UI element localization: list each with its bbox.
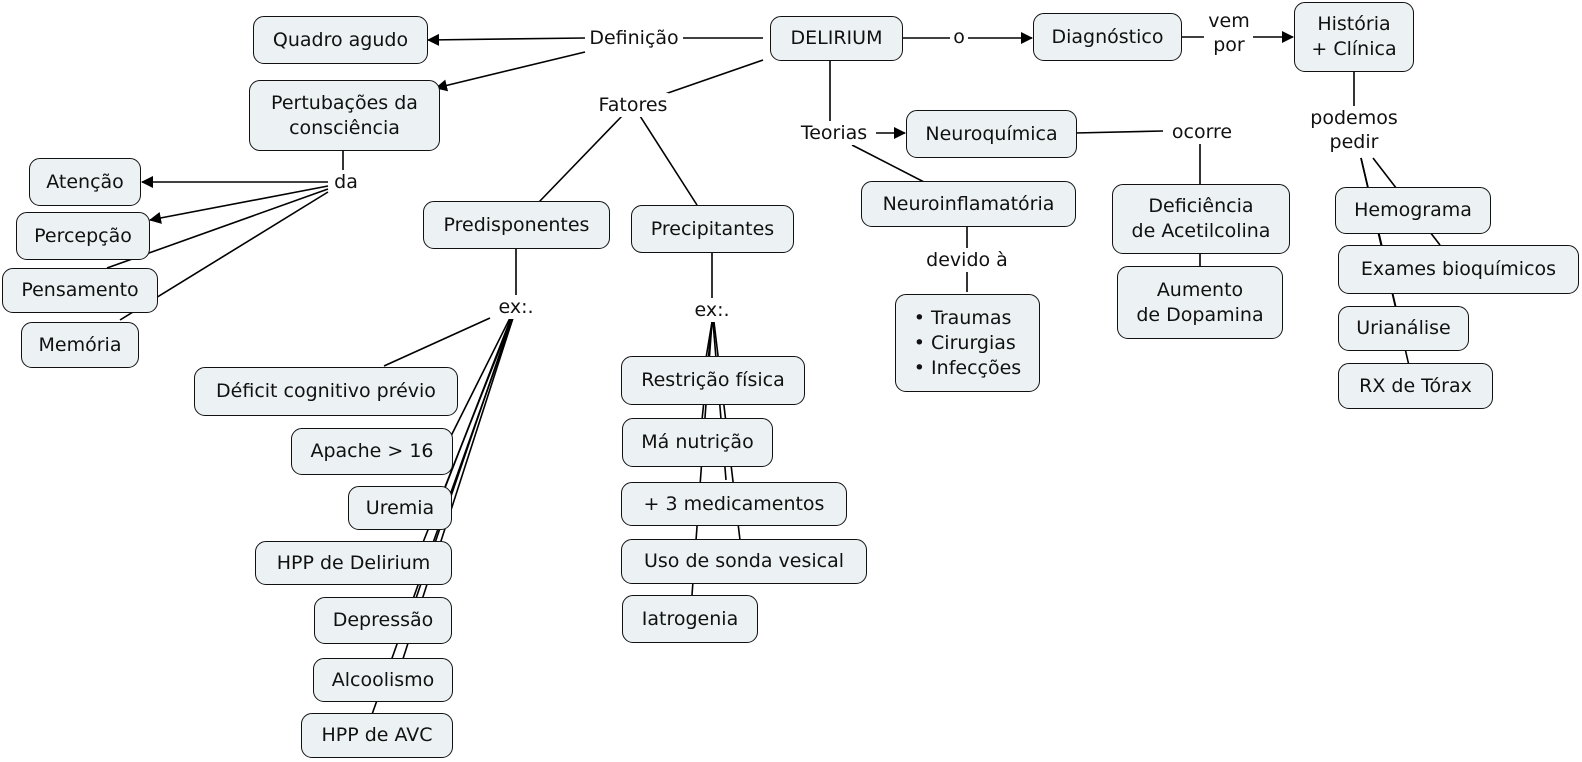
node-sonda-vesical[interactable]: Uso de sonda vesical [621,539,867,584]
link-ex-predisponentes: ex:. [497,295,535,319]
node-diagnostico[interactable]: Diagnóstico [1033,13,1182,61]
node-hemograma[interactable]: Hemograma [1335,187,1491,234]
link-ex-precipitantes: ex:. [693,298,731,322]
node-aumento-dopamina[interactable]: Aumento de Dopamina [1117,266,1283,339]
edge-fatores-precip [639,115,698,206]
edge-fatores-predisp [538,115,623,203]
link-devido: devido à [925,248,1009,272]
node-deficiencia-acetilcolina[interactable]: Deficiência de Acetilcolina [1112,184,1290,254]
node-alcoolismo[interactable]: Alcoolismo [313,658,453,702]
node-causas-neuroinflamacao[interactable]: • Traumas • Cirurgias • Infecções [895,294,1040,392]
edge-definicao-pertubacoes [435,51,586,92]
node-predisponentes[interactable]: Predisponentes [423,201,610,249]
link-definicao: Definição [588,26,680,50]
edge-ex-apache [449,317,511,439]
link-o: o [952,25,966,49]
node-hpp-delirium[interactable]: HPP de Delirium [255,541,452,585]
link-fatores: Fatores [597,93,669,117]
node-medicamentos[interactable]: + 3 medicamentos [621,482,847,526]
node-atencao[interactable]: Atenção [29,158,141,206]
node-neuroinflamatoria[interactable]: Neuroinflamatória [861,181,1076,227]
node-exames-bioquimicos[interactable]: Exames bioquímicos [1338,245,1579,294]
node-neuroquimica[interactable]: Neuroquímica [906,110,1077,158]
node-historia-clinica[interactable]: História + Clínica [1294,2,1414,72]
node-ma-nutricao[interactable]: Má nutrição [622,418,773,467]
node-deficit-cognitivo[interactable]: Déficit cognitivo prévio [194,367,458,416]
node-hpp-avc[interactable]: HPP de AVC [301,713,453,758]
node-depressao[interactable]: Depressão [314,597,452,644]
node-apache[interactable]: Apache > 16 [291,428,453,475]
link-teorias: Teorias [799,121,869,145]
node-urianalise[interactable]: Urianálise [1338,306,1469,351]
node-pertubacoes-consciencia[interactable]: Pertubações da consciência [249,80,440,151]
link-ocorre: ocorre [1170,120,1234,144]
edge-teorias-neuroinfl [851,144,925,183]
edge-da-percepcao [149,185,329,224]
link-da: da [333,170,359,194]
edge-definicao-quadro [427,33,586,46]
causas-list: • Traumas • Cirurgias • Infecções [913,306,1022,379]
edge-delirium-fatores [664,59,764,95]
node-pensamento[interactable]: Pensamento [2,268,158,313]
node-quadro-agudo[interactable]: Quadro agudo [253,16,428,64]
node-memoria[interactable]: Memória [21,322,139,368]
edge-ex-deficit [383,317,491,367]
node-restricao-fisica[interactable]: Restrição física [621,356,805,405]
link-vem-por: vem por [1207,9,1251,57]
edge-neuroquimica-ocorre [1074,130,1164,134]
node-uremia[interactable]: Uremia [348,486,452,530]
node-precipitantes[interactable]: Precipitantes [631,205,794,253]
node-rx-torax[interactable]: RX de Tórax [1338,363,1493,409]
node-percepcao[interactable]: Percepção [16,212,150,260]
node-iatrogenia[interactable]: Iatrogenia [622,595,758,643]
node-delirium[interactable]: DELIRIUM [770,16,903,61]
link-podemos-pedir: podemos pedir [1309,106,1399,154]
